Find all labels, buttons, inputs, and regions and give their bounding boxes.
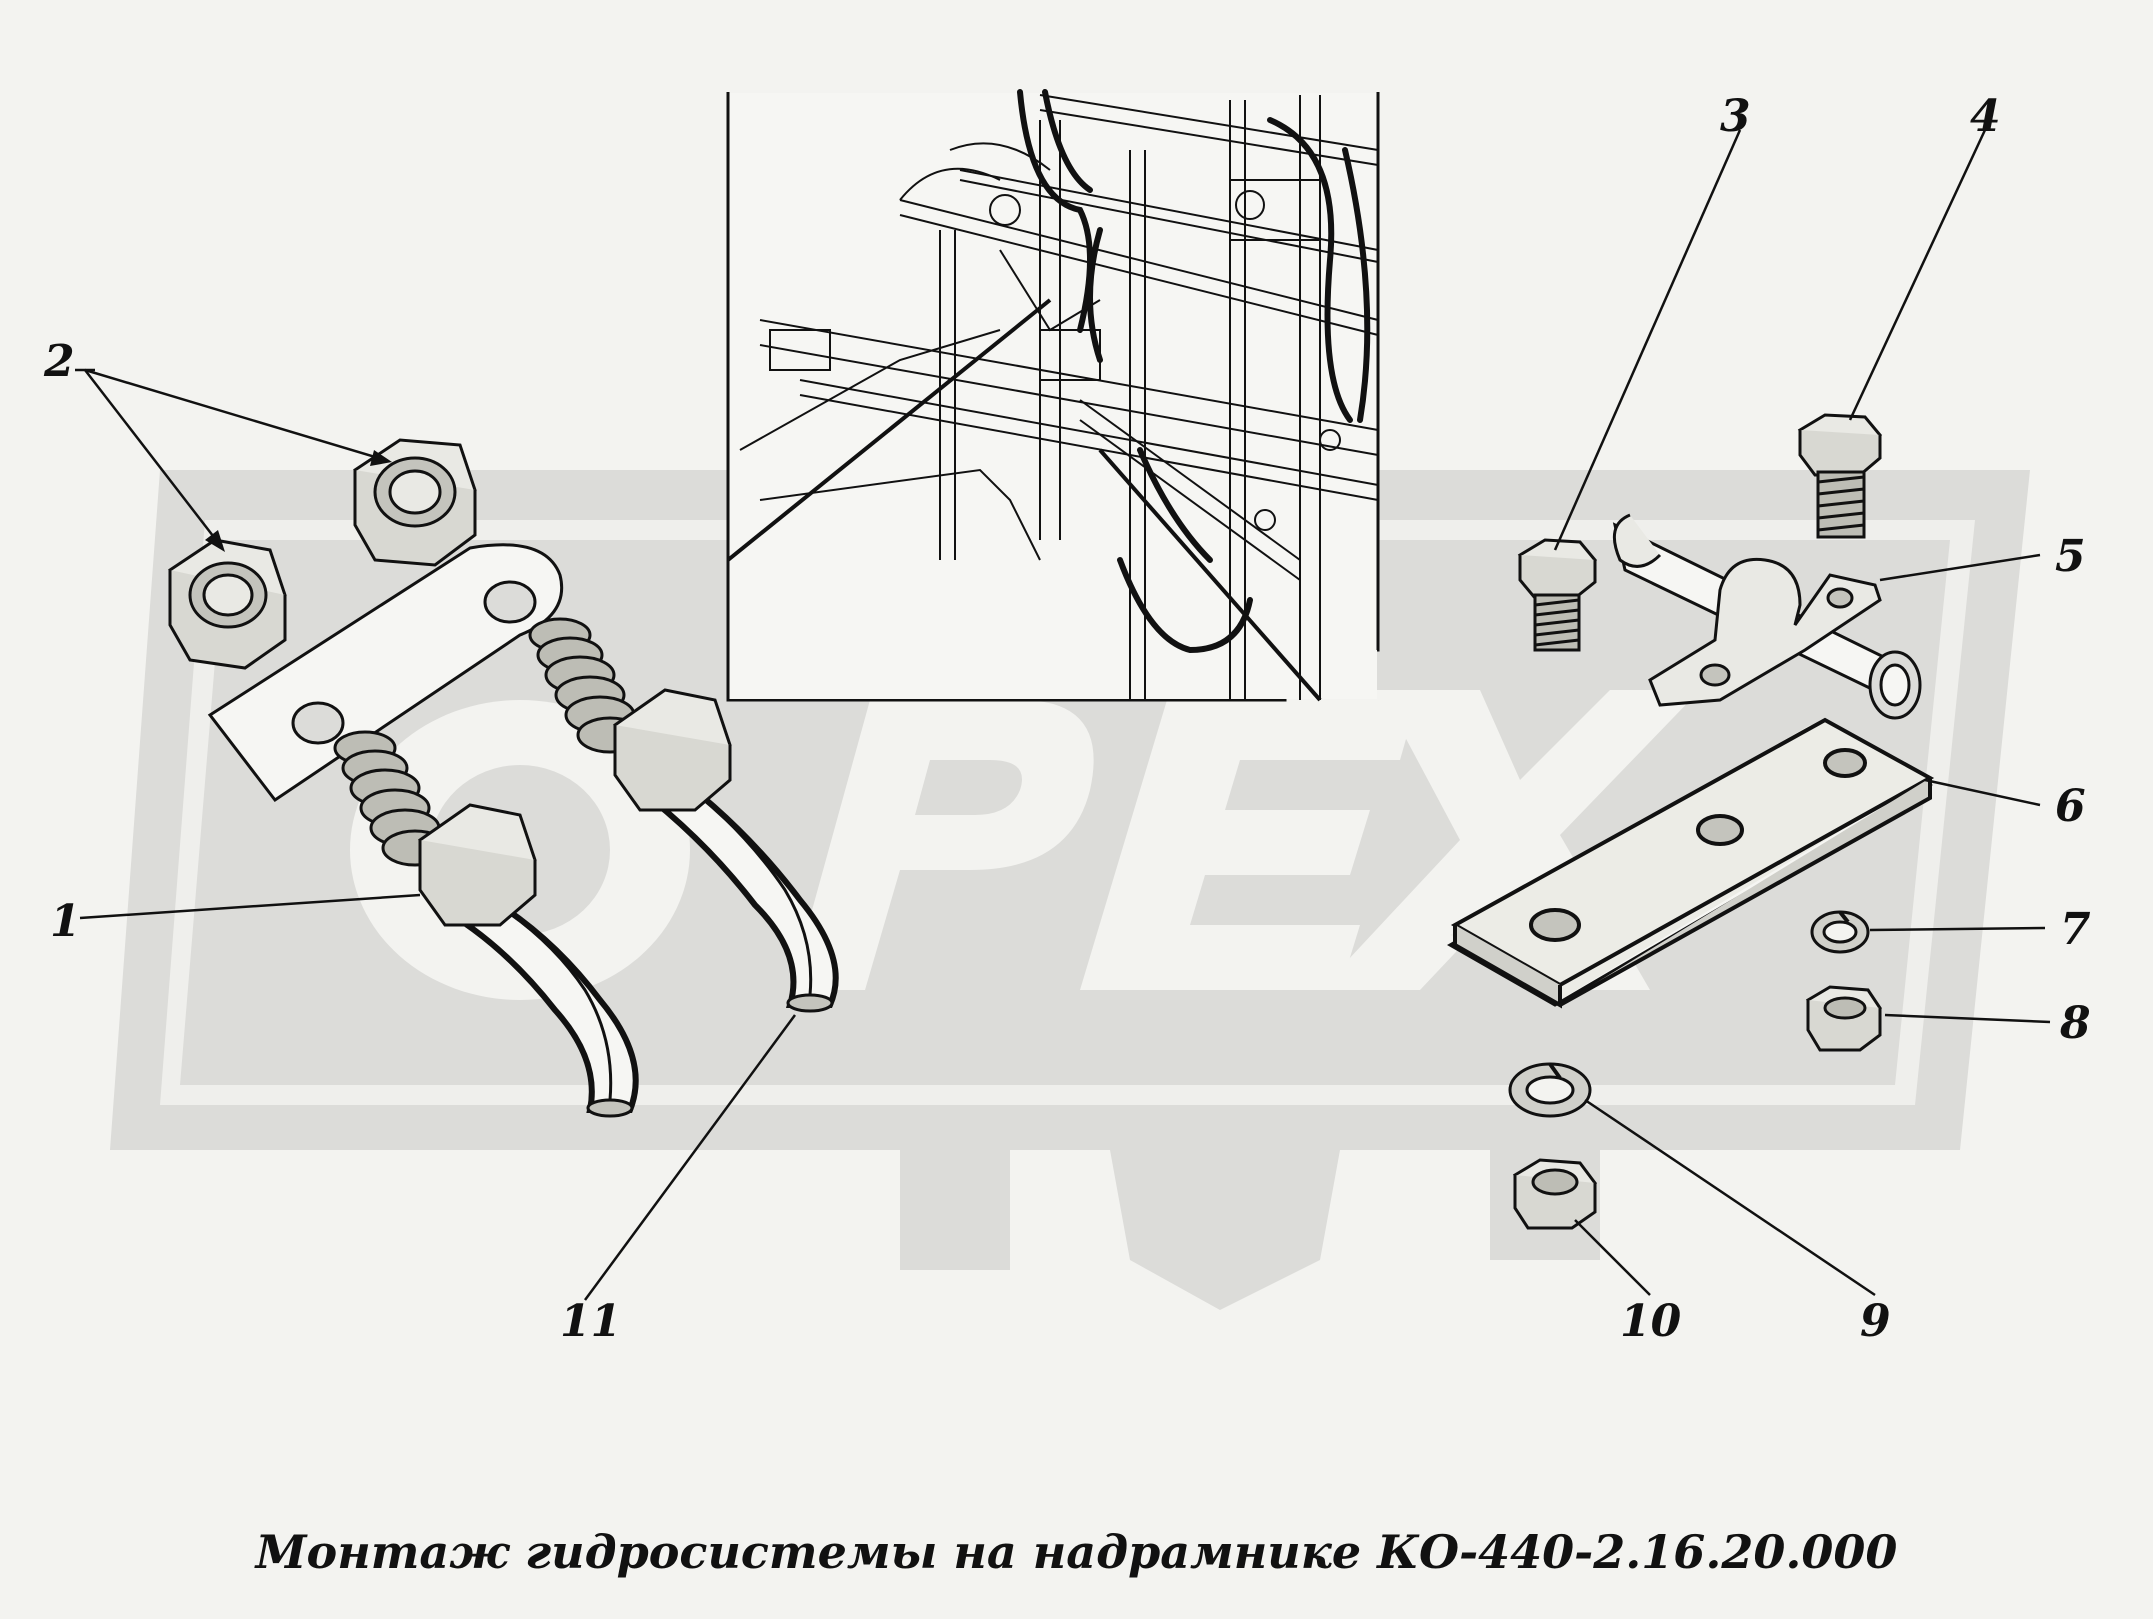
inset-frame-view [726, 89, 1380, 702]
part-11-hose-fitting [528, 617, 839, 1013]
part-2-hex-nut [168, 538, 287, 670]
part-9-washer [1508, 1062, 1592, 1118]
callout-10: 10 [1620, 1296, 1682, 1347]
figure-caption: Монтаж гидросистемы на надрамнике КО-440… [255, 1525, 1898, 1579]
callout-2: 2 [44, 336, 75, 387]
part-7-washer [1810, 910, 1870, 954]
callout-5: 5 [2055, 531, 2086, 582]
callout-4: 4 [1970, 91, 2001, 142]
callout-8: 8 [2060, 998, 2091, 1049]
part-3-bolt [1517, 538, 1598, 652]
callout-6: 6 [2055, 781, 2086, 832]
leader-lines [75, 129, 2051, 1301]
part-1-hose-fitting [333, 730, 639, 1118]
part-5-clamp [1612, 513, 1922, 720]
part-8-nut [1805, 985, 1882, 1052]
callout-7: 7 [2060, 904, 2091, 955]
callout-3: 3 [1720, 91, 1751, 142]
callout-9: 9 [1860, 1296, 1891, 1347]
callout-1: 1 [50, 896, 81, 947]
part-10-nut [1512, 1158, 1598, 1230]
leader-arrowheads [205, 450, 392, 552]
part-4-bolt [1797, 413, 1883, 539]
part-6-plate [1446, 717, 1935, 1009]
callout-11: 11 [560, 1296, 622, 1347]
